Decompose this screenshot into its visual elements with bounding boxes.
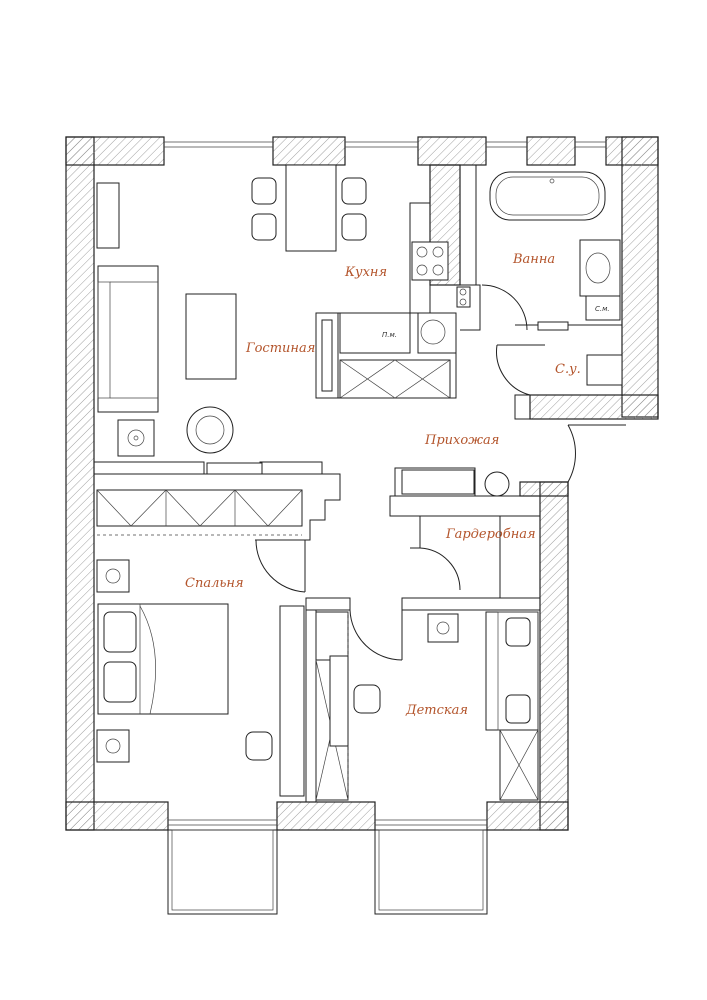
dishwasher-label: П.м. [382, 331, 397, 339]
washer-label: С.м. [595, 305, 610, 313]
outer-walls [65, 136, 659, 831]
room-label-bath: Ванна [512, 252, 555, 267]
furniture-kitchen [315, 241, 471, 399]
room-label-kitchen: Кухня [344, 265, 387, 280]
room-label-living: Гостиная [245, 341, 315, 356]
furniture-bath [489, 171, 623, 386]
doors [255, 284, 626, 661]
room-labels: Кухня Ванна Гостиная С.у. Прихожая Гарде… [185, 252, 610, 718]
balconies [167, 829, 488, 915]
room-label-bedroom: Спальня [185, 576, 244, 591]
furniture-hall [401, 469, 510, 497]
furniture-bedroom [96, 489, 305, 797]
windows [164, 141, 606, 826]
room-label-kids: Детская [405, 703, 468, 718]
room-label-hall: Прихожая [424, 433, 499, 448]
furniture-living [96, 182, 263, 475]
room-label-wardrobe: Гардеробная [445, 527, 536, 542]
room-label-wc: С.у. [555, 362, 581, 377]
furniture-dining [251, 164, 367, 252]
furniture-kids [315, 611, 539, 801]
